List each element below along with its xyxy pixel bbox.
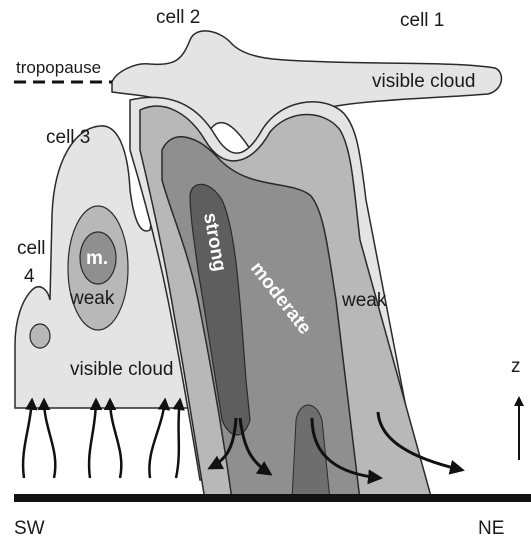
label-tropopause: tropopause [16,58,101,77]
label-cell-2: cell 2 [156,7,200,28]
label-weak-cell3: weak [69,288,115,309]
label-cell-4-line2: 4 [24,266,35,287]
label-visible-cloud-lower: visible cloud [70,359,174,380]
label-visible-cloud-upper: visible cloud [372,71,476,92]
cell4-core [30,324,50,348]
label-cell-1: cell 1 [400,10,444,31]
label-cell-4-line1: cell [17,238,46,259]
ground-line [14,494,531,502]
label-z: z [511,356,521,377]
updraft-arrows [23,400,180,478]
label-ne: NE [478,518,504,539]
label-weak-main: weak [341,290,387,311]
label-cell-3: cell 3 [46,127,90,148]
label-sw: SW [14,518,45,539]
label-m: m. [86,248,108,269]
